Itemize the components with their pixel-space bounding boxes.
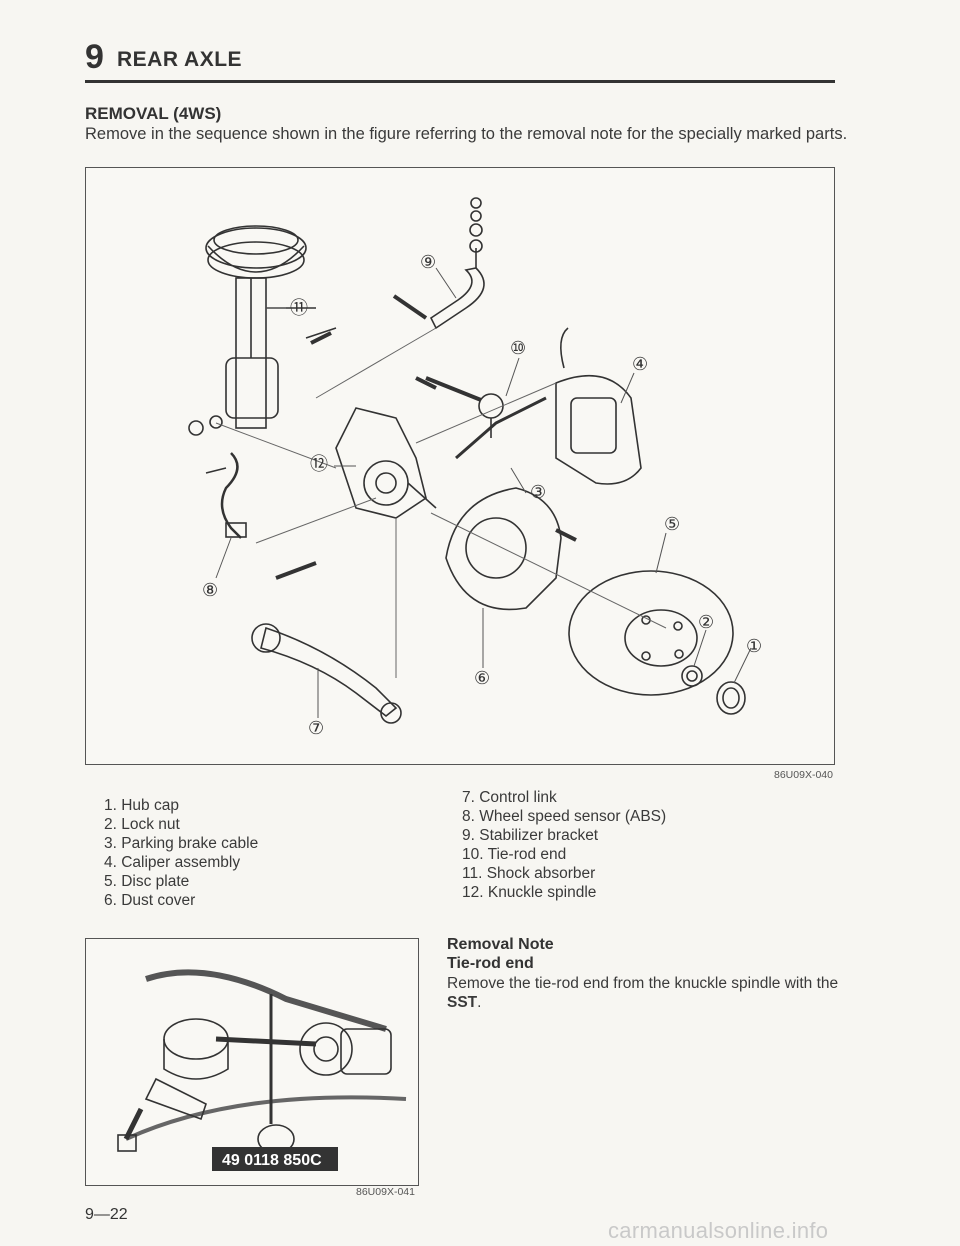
section-number: 9 xyxy=(85,38,104,76)
bolts-drawing xyxy=(275,331,577,580)
callout-5: ⑤ xyxy=(664,514,680,534)
dust-cover-drawing xyxy=(445,487,562,611)
suspension-arm-drawing xyxy=(125,969,407,1141)
callout-7: ⑦ xyxy=(308,718,324,738)
removal-title: REMOVAL (4WS) xyxy=(85,104,222,123)
callout-11: ⑪ xyxy=(290,298,308,318)
exploded-view-drawing: ① ② ③ ④ ⑤ ⑥ ⑦ ⑧ ⑨ ⑩ ⑪ ⑫ xyxy=(188,197,762,738)
parts-list-left: 1. Hub cap 2. Lock nut 3. Parking brake … xyxy=(104,796,258,910)
note-text-end: . xyxy=(477,994,482,1011)
shock-absorber-drawing xyxy=(188,225,337,436)
callout-2: ② xyxy=(698,612,714,632)
callout-4: ④ xyxy=(632,354,648,374)
callout-1: ① xyxy=(746,636,762,656)
sst-label: 49 0118 850C xyxy=(222,1152,322,1169)
list-item: 9. Stabilizer bracket xyxy=(462,827,599,844)
removal-instruction: Remove in the sequence shown in the figu… xyxy=(85,125,848,143)
note-text-start: Remove the tie-rod end from the knuckle … xyxy=(447,975,839,992)
note-subtitle: Tie-rod end xyxy=(447,955,534,972)
list-item: 4. Caliper assembly xyxy=(104,854,241,871)
caliper-drawing xyxy=(555,327,642,485)
sst-figure: 49 0118 850C xyxy=(85,938,419,1186)
figure-code-small: 86U09X-041 xyxy=(356,1186,415,1198)
sst-drawing: 49 0118 850C xyxy=(117,969,407,1171)
callout-8: ⑧ xyxy=(202,580,218,600)
disc-plate-drawing xyxy=(568,570,734,696)
parts-list-right: 7. Control link 8. Wheel speed sensor (A… xyxy=(462,788,666,902)
callout-12: ⑫ xyxy=(310,454,328,474)
note-text-sst: SST xyxy=(447,994,478,1011)
knuckle-spindle-drawing xyxy=(335,407,437,519)
puller-tool-drawing xyxy=(117,1018,229,1152)
list-item: 7. Control link xyxy=(462,789,557,806)
control-link-drawing xyxy=(251,623,402,724)
section-title: REAR AXLE xyxy=(117,48,243,71)
tie-rod-end-drawing xyxy=(425,376,504,438)
list-item: 3. Parking brake cable xyxy=(104,835,259,852)
list-item: 2. Lock nut xyxy=(104,816,180,833)
wheel-speed-sensor-drawing xyxy=(205,452,247,539)
list-item: 5. Disc plate xyxy=(104,873,190,890)
exploded-view-figure: ① ② ③ ④ ⑤ ⑥ ⑦ ⑧ ⑨ ⑩ ⑪ ⑫ xyxy=(85,167,835,765)
note-title: Removal Note xyxy=(447,936,554,953)
sst-label-box xyxy=(212,1147,338,1171)
callout-9: ⑨ xyxy=(420,252,436,272)
watermark: carmanualsonline.info xyxy=(608,1218,829,1243)
callout-leader-lines xyxy=(215,267,752,718)
callout-6: ⑥ xyxy=(474,668,490,688)
note-text: Remove the tie-rod end from the knuckle … xyxy=(447,974,847,1012)
hub-cap-drawing xyxy=(716,681,746,715)
page-header: 9 REAR AXLE xyxy=(85,38,835,82)
list-item: 10. Tie-rod end xyxy=(462,846,567,863)
list-item: 6. Dust cover xyxy=(104,892,196,909)
tie-rod-drawing xyxy=(215,994,317,1154)
page-number: 9—22 xyxy=(85,1206,128,1223)
list-item: 11. Shock absorber xyxy=(462,865,596,882)
lock-nut-drawing xyxy=(681,665,703,687)
list-item: 1. Hub cap xyxy=(104,797,179,814)
callout-10: ⑩ xyxy=(510,338,526,358)
list-item: 8. Wheel speed sensor (ABS) xyxy=(462,808,667,825)
list-item: 12. Knuckle spindle xyxy=(462,884,597,901)
figure-code-main: 86U09X-040 xyxy=(774,769,833,781)
stabilizer-bracket-drawing xyxy=(392,197,485,330)
assembly-guide-lines xyxy=(215,327,667,678)
callout-3: ③ xyxy=(530,482,546,502)
parking-brake-cable-drawing xyxy=(455,396,547,460)
header-divider xyxy=(85,80,835,83)
